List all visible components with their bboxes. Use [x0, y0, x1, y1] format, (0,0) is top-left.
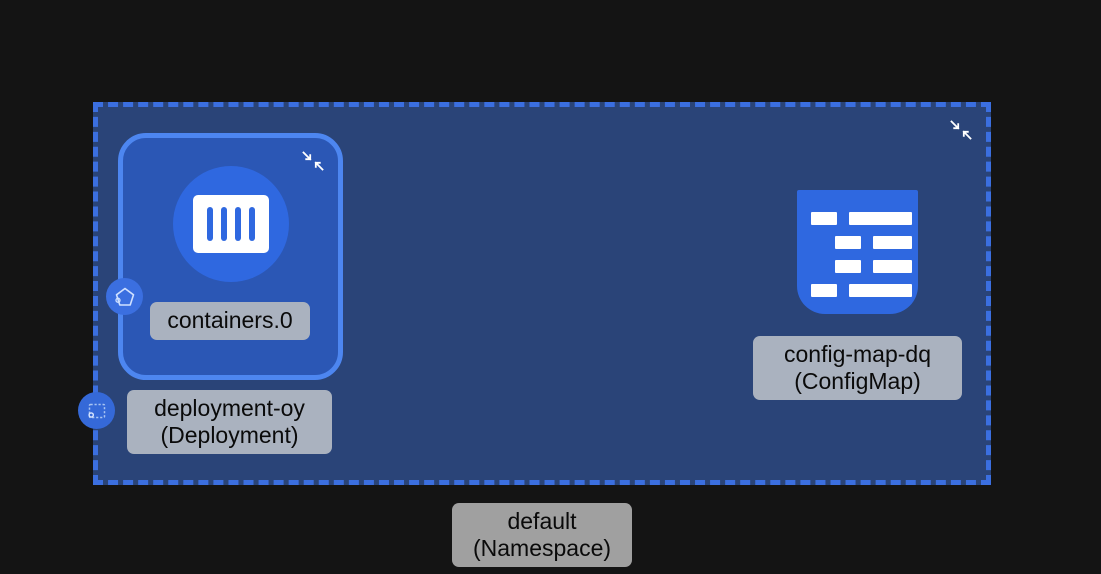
deployment-node-label[interactable]: deployment-oy (Deployment): [127, 390, 332, 454]
configmap-key-bar: [835, 260, 861, 273]
deployment-card[interactable]: [118, 133, 343, 380]
configmap-key-bar: [811, 212, 837, 225]
configmap-value-bar: [849, 212, 912, 225]
pentagon-icon[interactable]: [106, 278, 143, 315]
collapse-arrows-icon[interactable]: [302, 151, 324, 171]
container-bar: [220, 207, 227, 241]
collapse-arrows-icon[interactable]: [950, 120, 972, 140]
configmap-value-bar: [873, 260, 912, 273]
configmap-row: [811, 284, 912, 297]
configmap-row: [835, 236, 912, 249]
container-bar: [248, 207, 255, 241]
configmap-key-bar: [835, 236, 861, 249]
deployment-glyph: [87, 403, 105, 418]
containers-node-label[interactable]: containers.0: [150, 302, 310, 340]
configmap-row: [835, 260, 912, 273]
configmap-key-bar: [811, 284, 837, 297]
containers-icon-circle: [172, 166, 289, 282]
containers-bars-icon: [192, 195, 269, 253]
container-bar: [206, 207, 213, 241]
configmap-node-label[interactable]: config-map-dq (ConfigMap): [753, 336, 962, 400]
configmap-value-bar: [849, 284, 912, 297]
configmap-row: [811, 212, 912, 225]
namespace-node-label[interactable]: default (Namespace): [452, 503, 632, 567]
container-bar: [234, 207, 241, 241]
configmap-list-icon[interactable]: [797, 190, 918, 314]
deployment-dashed-rect-icon[interactable]: [78, 392, 115, 429]
configmap-value-bar: [873, 236, 912, 249]
pentagon-glyph: [114, 287, 134, 306]
